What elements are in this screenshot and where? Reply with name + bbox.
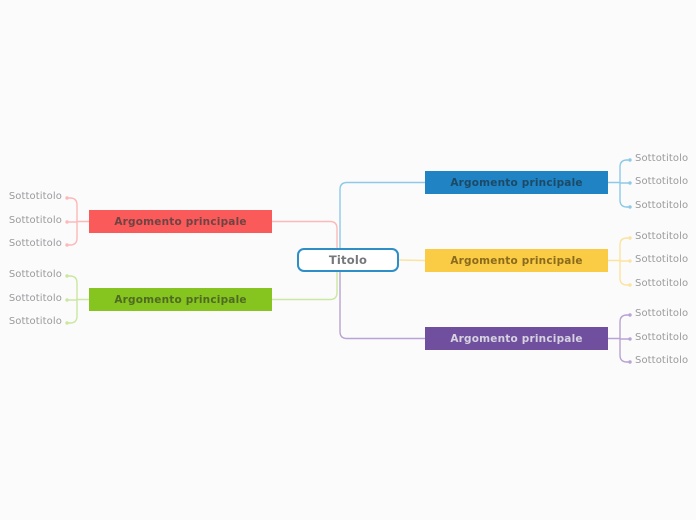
subtopic-label[interactable]: Sottotitolo bbox=[8, 316, 62, 327]
main-topic-label: Argomento principale bbox=[114, 293, 247, 306]
subtopic-label[interactable]: Sottotitolo bbox=[8, 269, 62, 280]
subtopic-label[interactable]: Sottotitolo bbox=[635, 308, 689, 319]
sub-leaf-dot-branch-purple-2 bbox=[628, 360, 632, 364]
sub-spine-branch-red bbox=[69, 197, 78, 246]
sub-spine-branch-purple bbox=[619, 314, 628, 363]
trunk-edge-branch-blue bbox=[339, 181, 426, 249]
trunk-edge-branch-red bbox=[271, 220, 338, 249]
main-topic-label: Argomento principale bbox=[450, 254, 583, 267]
sub-leaf-dot-branch-red-1 bbox=[65, 220, 69, 224]
root-node-label: Titolo bbox=[328, 253, 368, 267]
sub-spine-branch-green bbox=[69, 275, 78, 324]
subtopic-label[interactable]: Sottotitolo bbox=[635, 278, 689, 289]
sub-leaf-dot-branch-yellow-1 bbox=[628, 259, 632, 263]
subtopic-label[interactable]: Sottotitolo bbox=[8, 191, 62, 202]
sub-spine-branch-blue bbox=[619, 159, 628, 208]
sub-leaf-dot-branch-green-0 bbox=[65, 274, 69, 278]
main-topic-label: Argomento principale bbox=[450, 332, 583, 345]
main-topic-node[interactable]: Argomento principale bbox=[425, 327, 608, 350]
sub-leaf-dot-branch-blue-0 bbox=[628, 158, 632, 162]
trunk-edge-branch-yellow bbox=[398, 259, 426, 262]
sub-spine-branch-yellow bbox=[619, 237, 628, 286]
main-topic-node[interactable]: Argomento principale bbox=[89, 210, 272, 233]
subtopic-label[interactable]: Sottotitolo bbox=[635, 231, 689, 242]
subtopic-label[interactable]: Sottotitolo bbox=[635, 176, 689, 187]
subtopic-label[interactable]: Sottotitolo bbox=[635, 332, 689, 343]
root-node[interactable]: Titolo bbox=[297, 248, 399, 272]
sub-leaf-dot-branch-red-2 bbox=[65, 243, 69, 247]
subtopic-label[interactable]: Sottotitolo bbox=[8, 215, 62, 226]
sub-leaf-dot-branch-purple-1 bbox=[628, 337, 632, 341]
main-topic-label: Argomento principale bbox=[114, 215, 247, 228]
subtopic-label[interactable]: Sottotitolo bbox=[8, 238, 62, 249]
main-topic-label: Argomento principale bbox=[450, 176, 583, 189]
subtopic-label[interactable]: Sottotitolo bbox=[635, 254, 689, 265]
trunk-edge-branch-purple bbox=[339, 271, 426, 340]
subtopic-label[interactable]: Sottotitolo bbox=[8, 293, 62, 304]
sub-leaf-dot-branch-purple-0 bbox=[628, 313, 632, 317]
main-topic-node[interactable]: Argomento principale bbox=[425, 249, 608, 272]
subtopic-label[interactable]: Sottotitolo bbox=[635, 355, 689, 366]
sub-leaf-dot-branch-yellow-2 bbox=[628, 283, 632, 287]
sub-leaf-dot-branch-yellow-0 bbox=[628, 236, 632, 240]
trunk-edge-branch-green bbox=[271, 271, 338, 301]
subtopic-label[interactable]: Sottotitolo bbox=[635, 200, 689, 211]
sub-leaf-dot-branch-green-1 bbox=[65, 298, 69, 302]
main-topic-node[interactable]: Argomento principale bbox=[89, 288, 272, 311]
sub-leaf-dot-branch-green-2 bbox=[65, 321, 69, 325]
sub-leaf-dot-branch-red-0 bbox=[65, 196, 69, 200]
main-topic-node[interactable]: Argomento principale bbox=[425, 171, 608, 194]
sub-leaf-dot-branch-blue-1 bbox=[628, 181, 632, 185]
subtopic-label[interactable]: Sottotitolo bbox=[635, 153, 689, 164]
sub-leaf-dot-branch-blue-2 bbox=[628, 205, 632, 209]
